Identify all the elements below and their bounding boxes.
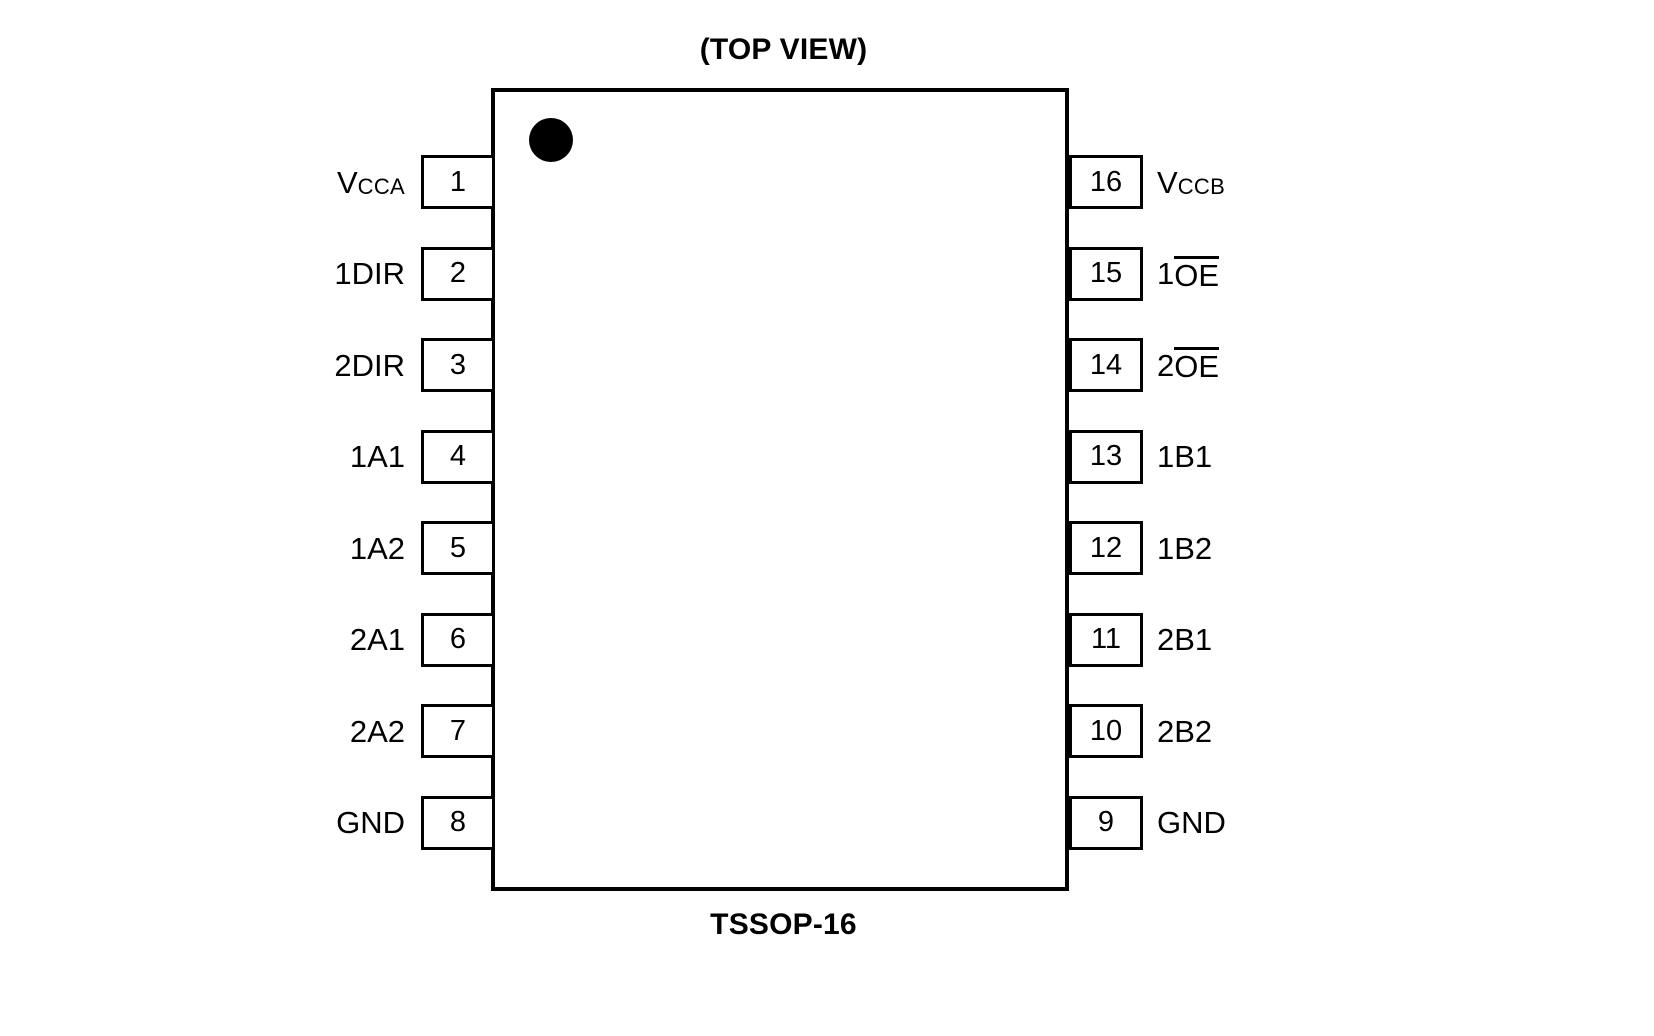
pin-name-base: 2B2: [1157, 713, 1213, 749]
pin-name-base: 1A1: [349, 439, 405, 474]
pin-number-12: 12: [1089, 531, 1123, 564]
pin-label-2: 1DIR: [200, 247, 405, 301]
pin-number-1: 1: [449, 165, 467, 198]
pin-label-8: GND: [200, 796, 405, 850]
pin-name-base: GND: [336, 805, 405, 840]
pin-label-4: 1A1: [200, 430, 405, 484]
pin-box-7[interactable]: 7: [421, 704, 495, 758]
pin-label-13: 1B1: [1157, 430, 1417, 484]
pin-name-base: 2: [1157, 347, 1175, 383]
pin-label-7: 2A2: [200, 704, 405, 758]
pin-label-11: 2B1: [1157, 613, 1417, 667]
pin-label-3: 2DIR: [200, 338, 405, 392]
pin-name-overline: OE: [1174, 347, 1220, 385]
pin-name-base: GND: [1157, 805, 1226, 840]
pin-box-13[interactable]: 13: [1069, 429, 1143, 484]
pin-label-9: GND: [1157, 796, 1417, 850]
pin-box-15[interactable]: 15: [1069, 246, 1143, 301]
pin-name-base: 2A2: [349, 713, 405, 749]
pin-box-4[interactable]: 4: [421, 429, 495, 484]
pin-label-5: 1A2: [200, 521, 405, 575]
pin-number-14: 14: [1089, 348, 1123, 381]
pin-number-3: 3: [449, 348, 467, 381]
pin-label-12: 1B2: [1157, 521, 1417, 575]
chip-body-outline: [491, 88, 1069, 891]
pin-number-4: 4: [449, 440, 467, 472]
pin-name-base: 1: [1157, 256, 1175, 291]
pin-number-9: 9: [1097, 806, 1115, 838]
top-view-title: (TOP VIEW): [699, 33, 868, 66]
pin-number-6: 6: [449, 623, 467, 655]
pin-number-16: 16: [1089, 165, 1123, 198]
pin-1-orientation-dot: [529, 118, 573, 162]
pin-name-base: 1DIR: [334, 256, 405, 291]
pin-number-11: 11: [1090, 623, 1122, 655]
pin-number-8: 8: [449, 806, 467, 838]
pin-box-14[interactable]: 14: [1069, 338, 1143, 392]
pin-name-base: 2B1: [1157, 622, 1213, 657]
pin-name-base: 1A2: [349, 530, 405, 566]
pin-box-10[interactable]: 10: [1069, 704, 1143, 758]
pin-name-base: 1B1: [1157, 439, 1213, 474]
pin-number-7: 7: [449, 714, 467, 747]
pin-name-subscript: CCB: [1177, 174, 1226, 199]
pin-label-6: 2A1: [200, 613, 405, 667]
pin-name-base: 2DIR: [334, 347, 405, 383]
pin-box-11[interactable]: 11: [1069, 612, 1143, 667]
pin-box-9[interactable]: 9: [1069, 795, 1143, 850]
pin-box-3[interactable]: 3: [421, 338, 495, 392]
package-name-label: TSSOP-16: [710, 908, 857, 941]
pin-name-base: V: [336, 164, 358, 200]
pin-number-15: 15: [1089, 257, 1123, 289]
pin-number-10: 10: [1089, 714, 1123, 747]
pin-box-12[interactable]: 12: [1069, 521, 1143, 575]
pin-name-base: 2A1: [349, 622, 405, 657]
pin-number-13: 13: [1089, 440, 1123, 472]
pin-box-8[interactable]: 8: [421, 795, 495, 850]
pin-box-6[interactable]: 6: [421, 612, 495, 667]
pin-label-10: 2B2: [1157, 704, 1417, 758]
pin-name-overline: OE: [1174, 255, 1220, 293]
pin-number-2: 2: [449, 257, 467, 289]
pin-box-2[interactable]: 2: [421, 246, 495, 301]
pin-box-16[interactable]: 16: [1069, 155, 1143, 209]
pin-box-1[interactable]: 1: [421, 155, 495, 209]
pin-box-5[interactable]: 5: [421, 521, 495, 575]
pin-number-5: 5: [449, 531, 467, 564]
pin-name-base: 1B2: [1157, 530, 1213, 566]
pin-name-subscript: CCA: [357, 174, 405, 199]
pin-name-base: V: [1157, 164, 1178, 200]
